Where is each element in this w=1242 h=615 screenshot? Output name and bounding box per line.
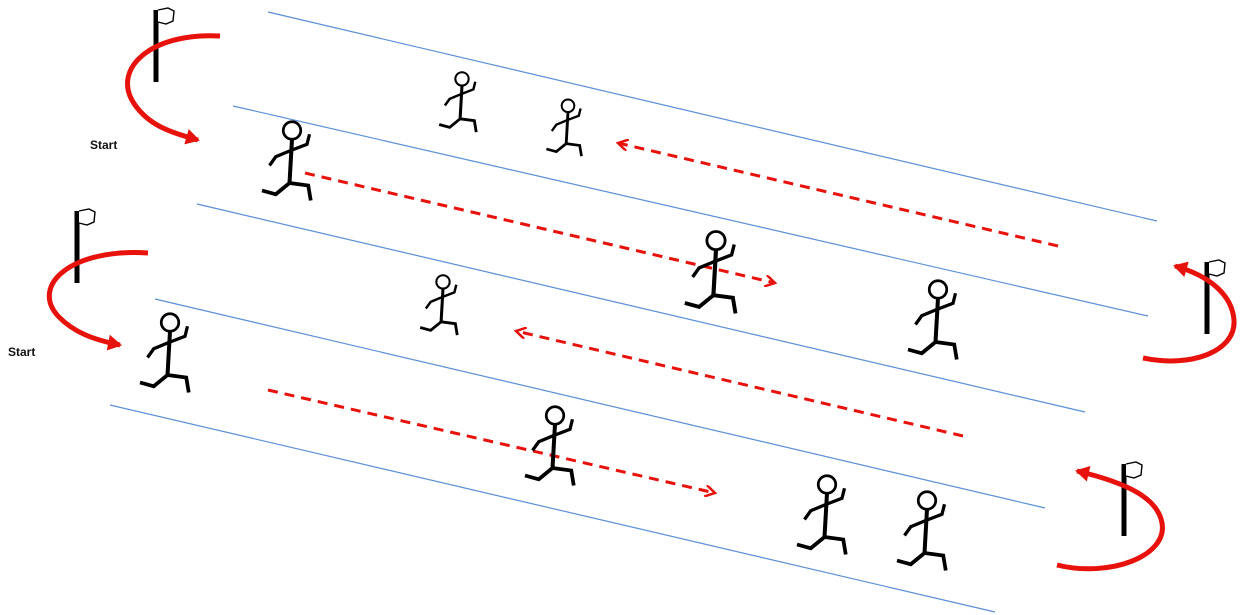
direction-arrow-1 <box>618 143 1059 248</box>
stick-figure-runner-icon <box>544 98 583 158</box>
stick-figure-runner-icon <box>437 70 478 134</box>
flag-icon <box>77 209 95 283</box>
stick-figure-runner-icon <box>795 473 848 557</box>
lane-line-5 <box>109 404 996 613</box>
flag-icon <box>1207 260 1225 334</box>
curved-turn-arrow-icon <box>1142 261 1237 364</box>
lane-line-2 <box>232 105 1149 317</box>
lane-line-4 <box>154 298 1046 509</box>
curved-turn-arrow-icon <box>46 250 149 351</box>
curved-turn-arrow-icon <box>1056 465 1165 572</box>
direction-arrow-3 <box>516 331 964 438</box>
start-label-top: Start <box>90 138 118 152</box>
stick-figure-runner-icon <box>260 119 313 203</box>
direction-arrow-4 <box>267 388 715 493</box>
stick-figure-runner-icon <box>895 489 948 573</box>
lane-line-3 <box>196 203 1086 413</box>
start-label-bottom: Start <box>8 345 36 359</box>
stick-figure-runner-icon <box>906 278 959 362</box>
flag-icon <box>1124 462 1142 536</box>
stick-figure-runner-icon <box>418 273 459 337</box>
direction-arrow-2 <box>304 171 775 283</box>
lane-line-1 <box>267 11 1158 222</box>
stick-figure-runner-icon <box>523 404 576 488</box>
curved-turn-arrow-icon <box>125 33 221 145</box>
stick-figure-runner-icon <box>138 311 191 395</box>
